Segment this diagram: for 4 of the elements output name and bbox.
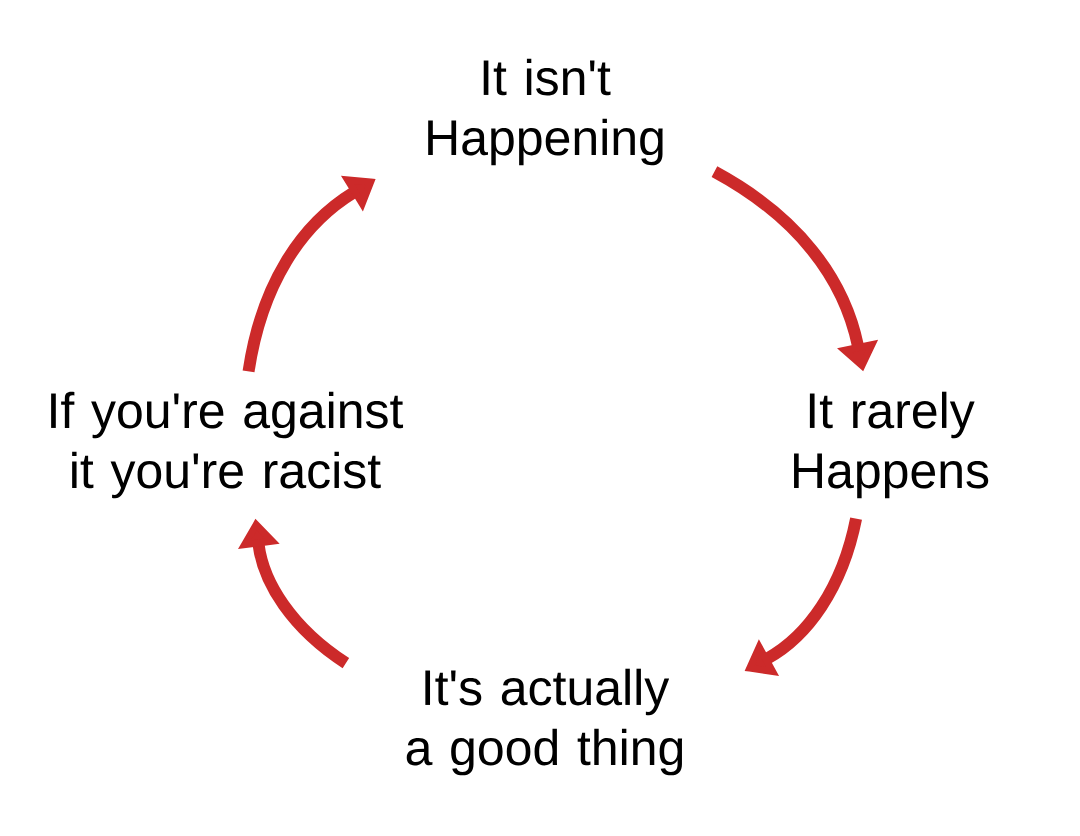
cycle-label: If you're against it you're racist: [51, 391, 404, 499]
cycle-label: It isn't Happening: [428, 58, 663, 166]
cycle-label: It rarely Happens: [794, 391, 989, 499]
cycle-label: It's actually a good thing: [406, 668, 683, 776]
